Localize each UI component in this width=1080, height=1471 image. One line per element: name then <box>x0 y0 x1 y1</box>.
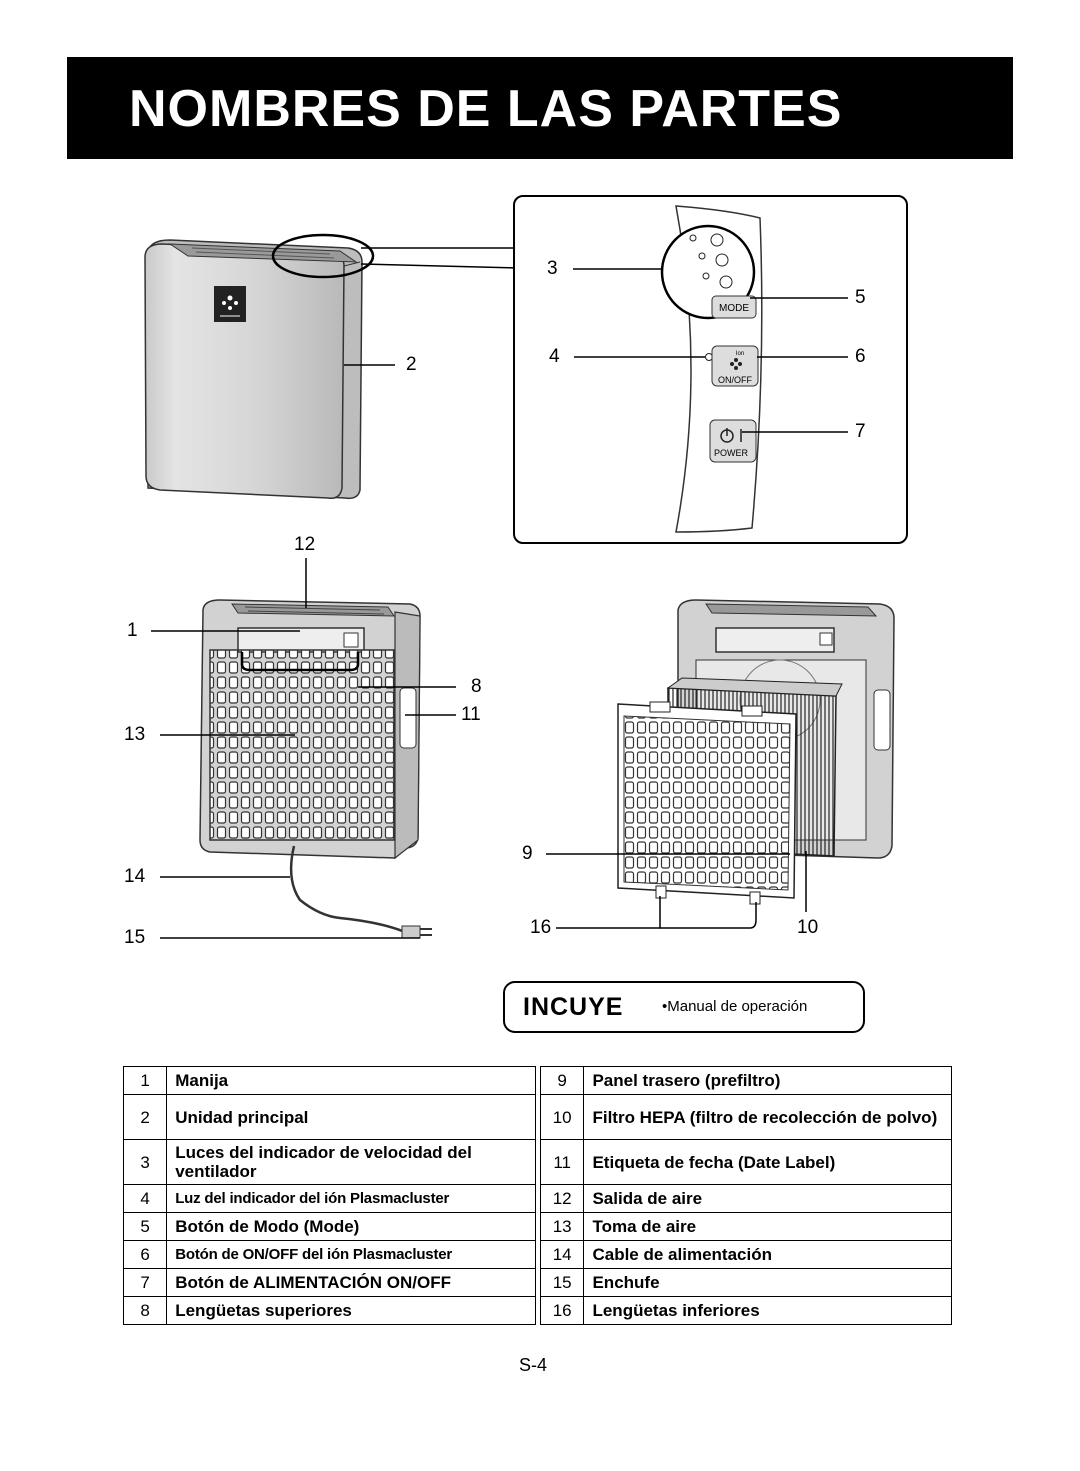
part-name: Botón de ALIMENTACIÓN ON/OFF <box>166 1268 536 1297</box>
part-number: 3 <box>122 1139 168 1185</box>
table-row: 4 Luz del indicador del ión Plasmacluste… <box>122 1184 952 1213</box>
control-panel-drawing: MODE Ion ON/OFF POWER <box>660 205 763 533</box>
part-name: Enchufe <box>583 1268 952 1297</box>
included-label: INCUYE <box>523 993 624 1021</box>
part-number: 13 <box>539 1212 585 1241</box>
part-number: 5 <box>122 1212 168 1241</box>
mode-button-label: MODE <box>719 303 749 314</box>
part-number: 6 <box>122 1240 168 1269</box>
part-number: 4 <box>122 1184 168 1213</box>
callout-2: 2 <box>406 354 417 375</box>
part-name: Toma de aire <box>583 1212 952 1241</box>
part-number: 12 <box>539 1184 585 1213</box>
callout-16: 16 <box>530 917 552 938</box>
part-number: 11 <box>539 1139 585 1185</box>
part-name: Cable de alimentación <box>583 1240 952 1269</box>
table-row: 8 Lengüetas superiores 16 Lengüetas infe… <box>122 1296 952 1325</box>
callout-9: 9 <box>522 843 533 864</box>
onoff-button-label: ON/OFF <box>718 375 752 385</box>
main-unit-front-drawing <box>144 239 363 500</box>
part-name: Luz del indicador del ión Plasmacluster <box>166 1184 536 1213</box>
table-row: 1 Manija 9 Panel trasero (prefiltro) <box>122 1066 952 1095</box>
callout-15: 15 <box>124 927 146 948</box>
part-number: 1 <box>122 1066 168 1095</box>
callout-5: 5 <box>855 287 866 308</box>
part-number: 7 <box>122 1268 168 1297</box>
table-row: 2 Unidad principal 10 Filtro HEPA (filtr… <box>122 1094 952 1140</box>
part-number: 16 <box>539 1296 585 1325</box>
part-number: 9 <box>539 1066 585 1095</box>
included-items-box: INCUYE •Manual de operación <box>503 981 865 1033</box>
part-name: Botón de Modo (Mode) <box>166 1212 536 1241</box>
callout-3: 3 <box>547 258 558 279</box>
part-name: Etiqueta de fecha (Date Label) <box>583 1139 952 1185</box>
part-name: Manija <box>166 1066 536 1095</box>
callout-10: 10 <box>797 917 819 938</box>
callout-8: 8 <box>471 676 482 697</box>
callout-6: 6 <box>855 346 866 367</box>
page-title: NOMBRES DE LAS PARTES <box>129 80 843 138</box>
part-name: Botón de ON/OFF del ión Plasmacluster <box>166 1240 536 1269</box>
power-button-label: POWER <box>714 448 749 458</box>
part-name: Lengüetas inferiores <box>583 1296 952 1325</box>
parts-table: 1 Manija 9 Panel trasero (prefiltro) 2 U… <box>122 1066 952 1325</box>
part-number: 10 <box>539 1094 585 1140</box>
part-name: Filtro HEPA (filtro de recolección de po… <box>583 1094 952 1140</box>
part-number: 8 <box>122 1296 168 1325</box>
callout-7: 7 <box>855 421 866 442</box>
part-name: Salida de aire <box>583 1184 952 1213</box>
table-row: 5 Botón de Modo (Mode) 13 Toma de aire <box>122 1212 952 1241</box>
callout-14: 14 <box>124 866 146 887</box>
table-row: 6 Botón de ON/OFF del ión Plasmacluster … <box>122 1240 952 1269</box>
callout-12: 12 <box>294 534 316 555</box>
part-number: 15 <box>539 1268 585 1297</box>
callout-1: 1 <box>127 620 138 641</box>
ion-label: Ion <box>736 351 744 357</box>
part-name: Luces del indicador de velocidad del ven… <box>166 1139 536 1185</box>
main-unit-back-drawing <box>199 599 432 939</box>
callout-4: 4 <box>549 346 560 367</box>
title-bar: NOMBRES DE LAS PARTES <box>67 57 1013 159</box>
callout-11: 11 <box>461 704 481 725</box>
page-number: S-4 <box>519 1355 548 1375</box>
part-number: 2 <box>122 1094 168 1140</box>
table-row: 3 Luces del indicador de velocidad del v… <box>122 1139 952 1185</box>
part-name: Panel trasero (prefiltro) <box>583 1066 952 1095</box>
included-item: •Manual de operación <box>662 998 808 1015</box>
part-name: Lengüetas superiores <box>166 1296 536 1325</box>
part-name: Unidad principal <box>166 1094 536 1140</box>
exploded-filter-drawing <box>617 599 895 905</box>
table-row: 7 Botón de ALIMENTACIÓN ON/OFF 15 Enchuf… <box>122 1268 952 1297</box>
part-number: 14 <box>539 1240 585 1269</box>
callout-13: 13 <box>124 724 146 745</box>
